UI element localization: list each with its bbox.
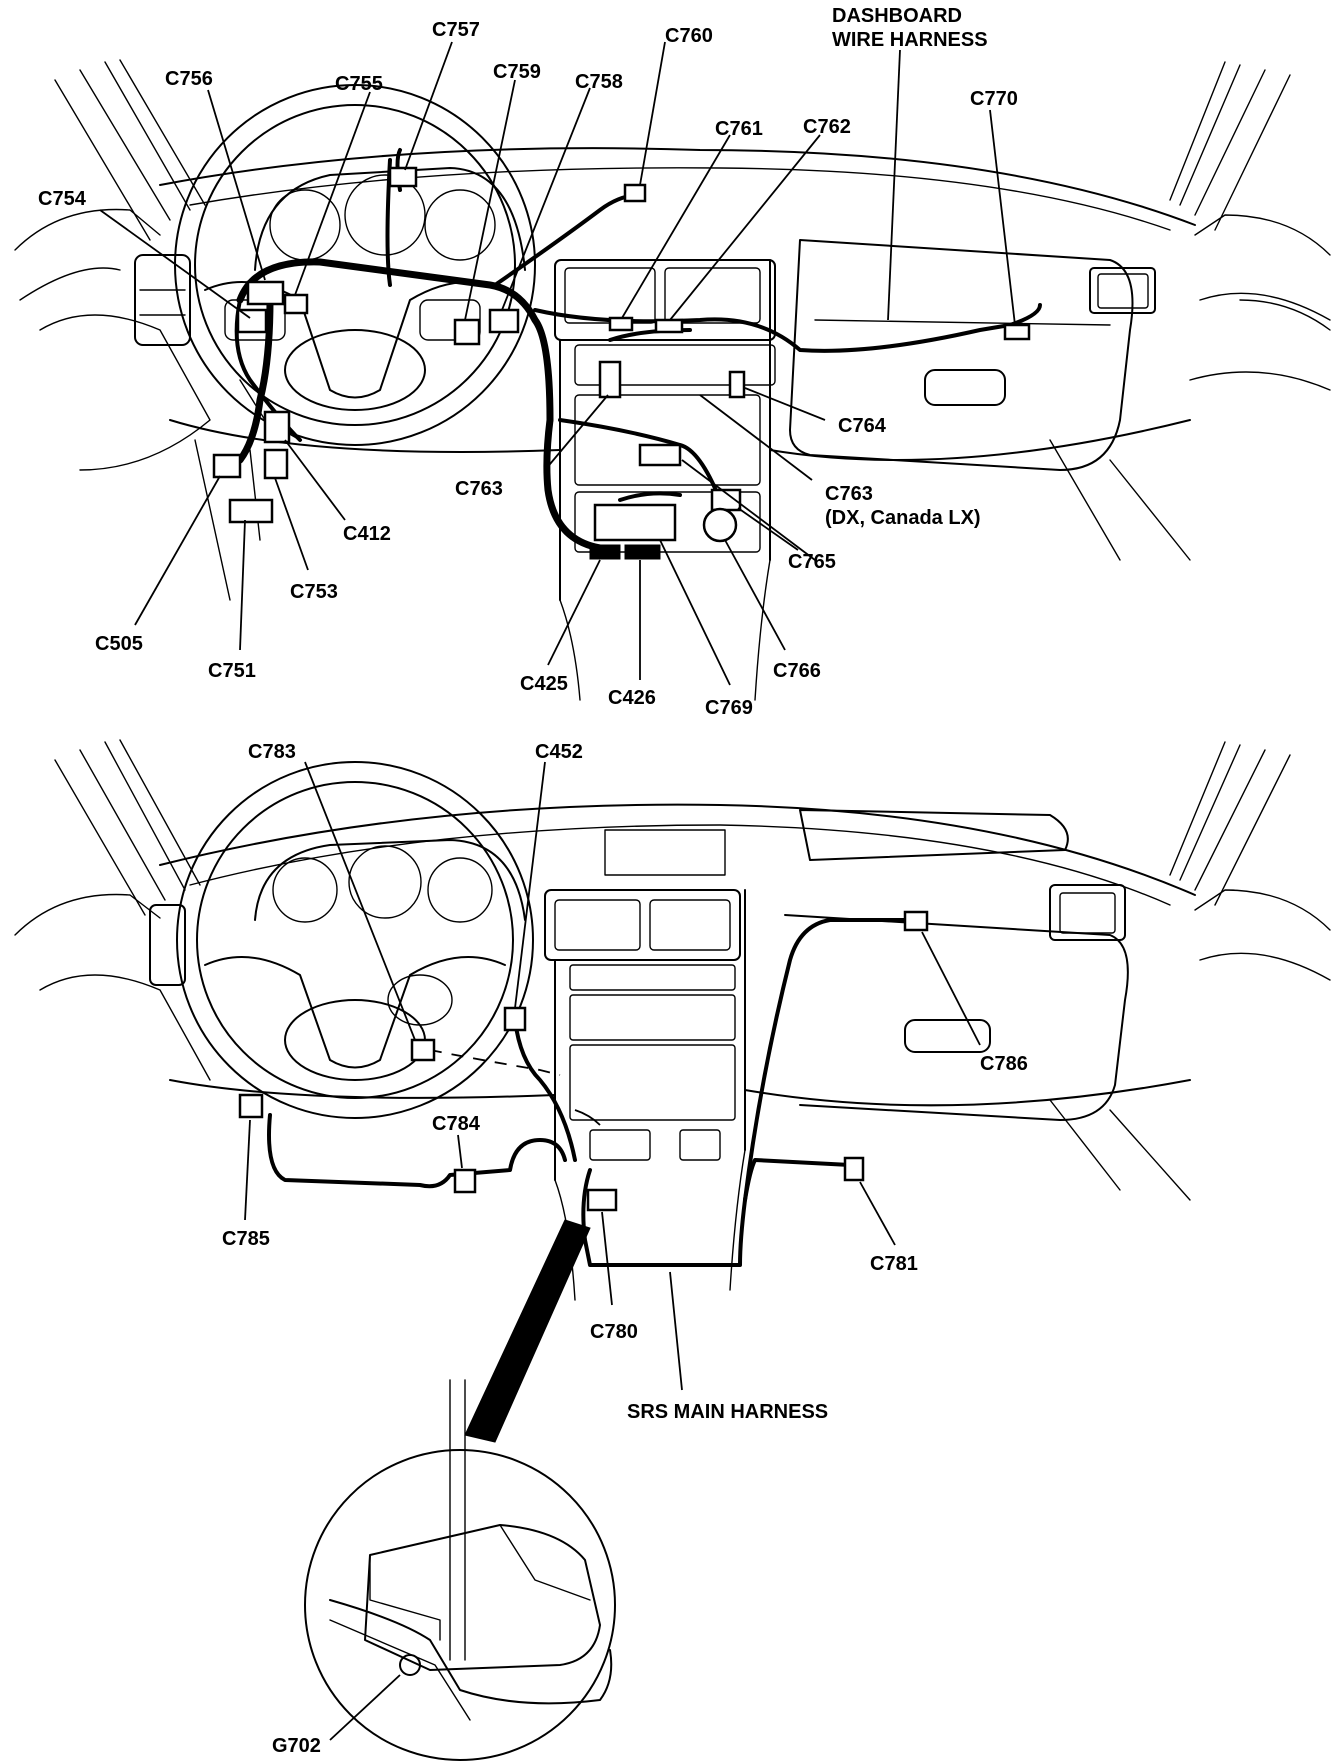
label-c751: C751 (208, 660, 256, 682)
connector-c785 (238, 1093, 264, 1119)
label-c786: C786 (980, 1053, 1028, 1075)
connector-c783 (410, 1038, 436, 1062)
label-c505: C505 (95, 633, 143, 655)
connector-c762 (654, 318, 684, 334)
label-c780: C780 (590, 1321, 638, 1343)
connector-c757 (388, 166, 418, 188)
label-c757: C757 (432, 19, 480, 41)
connector-c452 (503, 1006, 527, 1032)
label-c425: C425 (520, 673, 568, 695)
g702-detail-view (304, 1379, 616, 1761)
label-c452: C452 (535, 741, 583, 763)
detail-callout-wedge (464, 1219, 591, 1443)
connector-c759 (453, 318, 481, 346)
label-c763-left: C763 (455, 478, 503, 500)
connector-c756 (246, 280, 285, 306)
connector-c412 (263, 410, 291, 444)
label-g702: G702 (272, 1735, 321, 1757)
connector-c758 (488, 308, 520, 334)
label-c784: C784 (432, 1113, 481, 1135)
label-dashboard-harness-line2: WIRE HARNESS (832, 29, 988, 51)
connector-c780 (586, 1188, 618, 1212)
connector-c770 (1003, 323, 1031, 341)
connector-c505 (212, 453, 242, 479)
connector-c763-left (598, 360, 622, 399)
label-c756: C756 (165, 68, 213, 90)
label-c758: C758 (575, 71, 623, 93)
connector-c763-right (638, 443, 682, 467)
label-c783: C783 (248, 741, 296, 763)
label-c785: C785 (222, 1228, 270, 1250)
connector-c751 (228, 498, 274, 524)
label-c765: C765 (788, 551, 836, 573)
top-dashboard-drawing: C757 C760 DASHBOARD WIRE HARNESS C756 C7… (14, 5, 1331, 719)
connector-c766 (702, 507, 738, 543)
label-c763-note: (DX, Canada LX) (825, 507, 981, 529)
connector-c760 (623, 183, 647, 203)
label-c762: C762 (803, 116, 851, 138)
label-c754: C754 (38, 188, 87, 210)
connector-c784 (453, 1168, 477, 1194)
label-c412: C412 (343, 523, 391, 545)
label-c760: C760 (665, 25, 713, 47)
bottom-dashboard-drawing: C783 C452 C784 C786 C785 C781 C780 SRS M… (14, 739, 1331, 1761)
connector-c425 (589, 544, 621, 560)
label-c770: C770 (970, 88, 1018, 110)
label-c426: C426 (608, 687, 656, 709)
label-c761: C761 (715, 118, 763, 140)
label-c769: C769 (705, 697, 753, 719)
label-c781: C781 (870, 1253, 918, 1275)
connector-c755 (283, 293, 309, 315)
label-c755: C755 (335, 73, 383, 95)
connector-c426 (624, 544, 661, 560)
connector-c781 (843, 1156, 865, 1182)
connector-c753 (263, 448, 289, 480)
label-c759: C759 (493, 61, 541, 83)
connector-c786 (903, 910, 929, 932)
connector-c764 (728, 370, 746, 399)
connector-c769 (593, 503, 677, 542)
label-c764: C764 (838, 415, 887, 437)
label-srs-main-harness: SRS MAIN HARNESS (627, 1401, 828, 1423)
connector-c761 (608, 316, 634, 332)
label-c766: C766 (773, 660, 821, 682)
label-dashboard-harness-line1: DASHBOARD (832, 5, 962, 27)
label-c753: C753 (290, 581, 338, 603)
label-c763-right: C763 (825, 483, 873, 505)
